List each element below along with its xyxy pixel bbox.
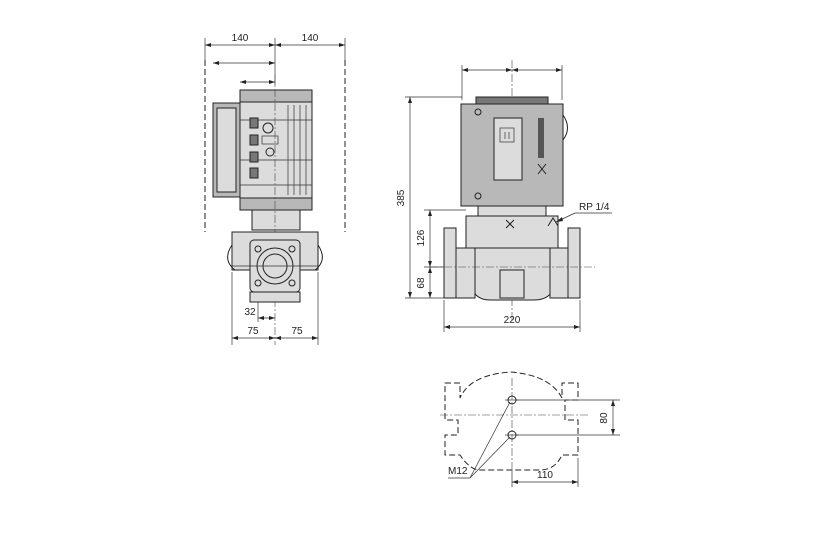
dim-base-right: 75 <box>291 326 303 337</box>
brand-mark-icon <box>505 219 515 229</box>
dim-side-right: 140 <box>302 33 319 44</box>
bolt-size-label: M12 <box>448 466 468 477</box>
dim-side-left: 140 <box>232 33 249 44</box>
vent-thread-label: RP 1/4 <box>579 202 610 213</box>
dim-port-to-port: 220 <box>504 315 521 326</box>
grundfos-x-logo-icon <box>537 118 547 175</box>
dim-foot-hole-spacing: 80 <box>599 412 610 424</box>
dim-foot-width: 110 <box>537 470 553 481</box>
dim-base-left: 75 <box>247 326 259 337</box>
side-view: 140 140 <box>204 33 346 345</box>
dim-total-height: 385 <box>396 189 407 206</box>
motor-fins <box>287 105 307 195</box>
dim-motor-base-height: 126 <box>416 229 427 246</box>
dim-inlet-height: 68 <box>416 277 427 289</box>
foot-view: 80 110 M12 <box>440 371 620 487</box>
front-view: RP 1/4 385 126 68 220 <box>396 60 612 332</box>
dim-flange-offset: 32 <box>244 307 256 318</box>
